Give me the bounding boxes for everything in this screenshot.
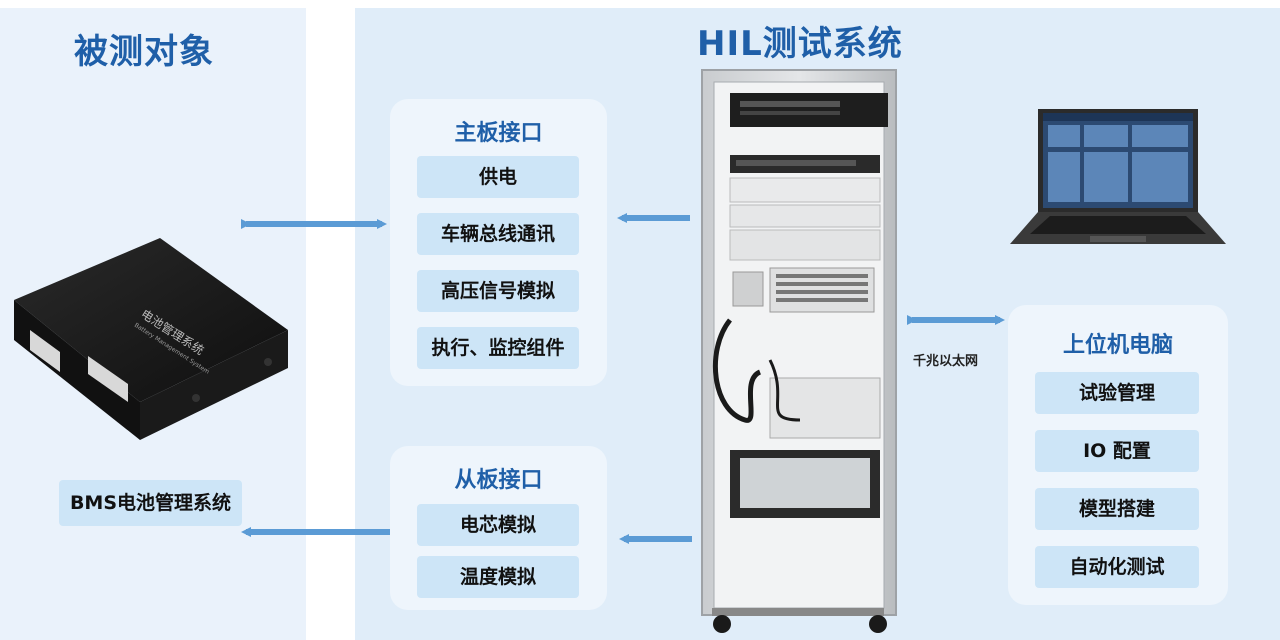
host-pc-item-io-config: IO 配置 bbox=[1035, 430, 1199, 472]
hil-heading: HIL测试系统 bbox=[697, 24, 903, 64]
host-pc-card: 上位机电脑 试验管理 IO 配置 模型搭建 自动化测试 bbox=[1008, 305, 1228, 605]
bms-label: BMS电池管理系统 bbox=[59, 480, 242, 526]
main-board-card: 主板接口 供电 车辆总线通讯 高压信号模拟 执行、监控组件 bbox=[390, 99, 607, 386]
host-pc-item-test-mgmt: 试验管理 bbox=[1035, 372, 1199, 414]
main-board-item-bus: 车辆总线通讯 bbox=[417, 213, 579, 255]
hil-rack-image bbox=[701, 69, 897, 633]
sub-board-item-temp: 温度模拟 bbox=[417, 556, 579, 598]
host-pc-item-model: 模型搭建 bbox=[1035, 488, 1199, 530]
main-board-item-hv: 高压信号模拟 bbox=[417, 270, 579, 312]
main-board-item-exec: 执行、监控组件 bbox=[417, 327, 579, 369]
sub-board-title: 从板接口 bbox=[454, 468, 543, 493]
main-board-item-power: 供电 bbox=[417, 156, 579, 198]
main-board-title: 主板接口 bbox=[454, 121, 543, 146]
bms-device-image: 电池管理系统 Battery Management System bbox=[14, 238, 288, 440]
laptop-image bbox=[1010, 109, 1226, 244]
host-pc-title: 上位机电脑 bbox=[1062, 333, 1173, 358]
sub-board-item-cell: 电芯模拟 bbox=[417, 504, 579, 546]
ethernet-label: 千兆以太网 bbox=[913, 354, 979, 369]
sub-board-card: 从板接口 电芯模拟 温度模拟 bbox=[390, 446, 607, 610]
host-pc-item-auto-test: 自动化测试 bbox=[1035, 546, 1199, 588]
dut-heading: 被测对象 bbox=[74, 32, 214, 72]
